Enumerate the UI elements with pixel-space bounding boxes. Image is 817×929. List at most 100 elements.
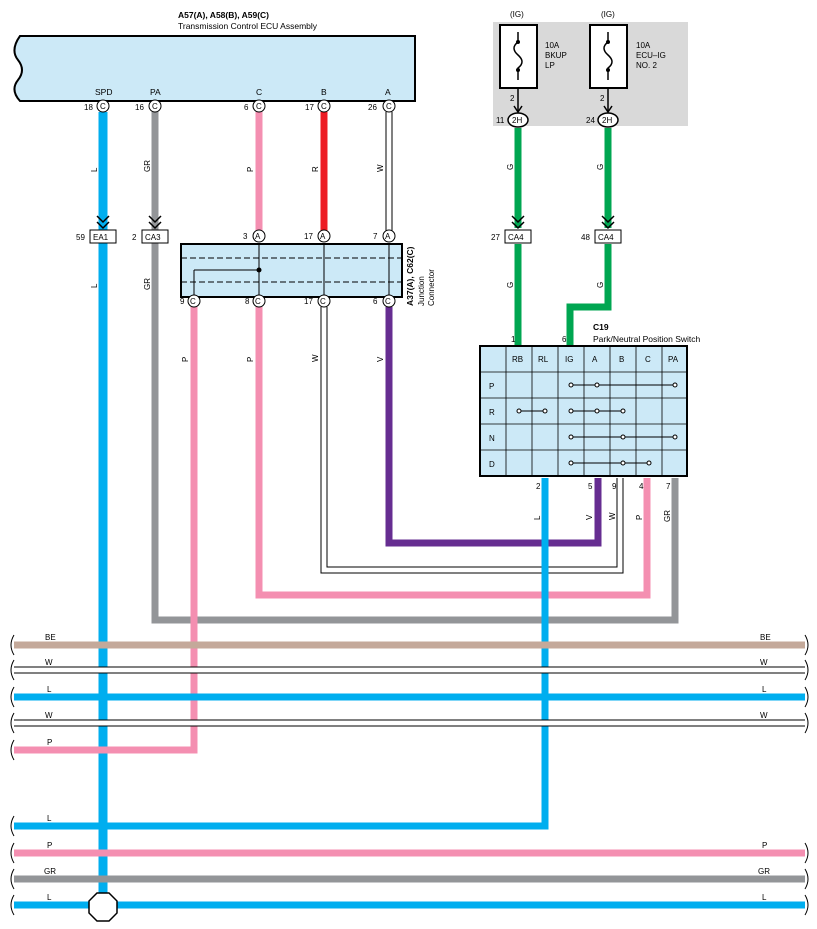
- wire-jc-8: [255, 307, 651, 599]
- ecu-pin-markers: C C C C C: [96, 99, 396, 113]
- svg-text:CA4: CA4: [508, 233, 524, 242]
- svg-text:R: R: [489, 408, 495, 417]
- connector-ea1: EA1 59: [76, 215, 117, 244]
- svg-text:P: P: [181, 357, 190, 362]
- svg-text:C: C: [152, 102, 158, 111]
- ecu-subtitle: Transmission Control ECU Assembly: [178, 21, 318, 31]
- svg-text:9: 9: [180, 297, 185, 306]
- wire-jc-6: [385, 307, 602, 547]
- connector-ca4-b: CA4 48: [581, 215, 622, 244]
- ecu-box: [13, 35, 416, 102]
- svg-text:24: 24: [586, 116, 595, 125]
- bus-label: L: [762, 893, 767, 902]
- svg-text:C: C: [385, 297, 391, 306]
- svg-text:LP: LP: [545, 61, 555, 70]
- fuse-ecu-ig: (IG) 10A ECU–IG NO. 2 2 2H 24: [586, 10, 666, 128]
- bus-label: P: [762, 841, 767, 850]
- svg-text:G: G: [506, 282, 515, 288]
- svg-text:C: C: [190, 297, 196, 306]
- svg-text:N: N: [489, 434, 495, 443]
- svg-text:B: B: [619, 355, 624, 364]
- svg-text:RL: RL: [538, 355, 549, 364]
- svg-text:IG: IG: [565, 355, 573, 364]
- svg-text:W: W: [311, 354, 320, 362]
- svg-text:P: P: [246, 167, 255, 172]
- svg-text:Junction: Junction: [417, 276, 426, 306]
- ecu-pin-num: 17: [305, 103, 314, 112]
- bus-label: BE: [760, 633, 771, 642]
- svg-text:A: A: [320, 232, 326, 241]
- svg-text:V: V: [585, 514, 594, 520]
- svg-text:6: 6: [373, 297, 378, 306]
- svg-text:G: G: [596, 164, 605, 170]
- svg-text:10A: 10A: [636, 41, 651, 50]
- bus-label: GR: [758, 867, 770, 876]
- svg-text:59: 59: [76, 233, 85, 242]
- svg-text:L: L: [90, 167, 99, 172]
- svg-text:17: 17: [304, 297, 313, 306]
- svg-text:CA4: CA4: [598, 233, 614, 242]
- wire-g2-lower: [566, 244, 612, 346]
- svg-text:NO. 2: NO. 2: [636, 61, 657, 70]
- svg-text:C: C: [256, 102, 262, 111]
- svg-text:10A: 10A: [545, 41, 560, 50]
- svg-text:5: 5: [588, 482, 593, 491]
- bus-label: L: [47, 685, 52, 694]
- connector-ca4-a: CA4 27: [491, 215, 532, 244]
- svg-text:7: 7: [666, 482, 671, 491]
- svg-text:R: R: [311, 166, 320, 172]
- bus-label: GR: [44, 867, 56, 876]
- svg-text:2: 2: [510, 94, 515, 103]
- svg-text:G: G: [596, 282, 605, 288]
- ecu-pin-name: SPD: [95, 87, 112, 97]
- bus-label: W: [760, 658, 768, 667]
- bus-label: L: [47, 893, 52, 902]
- svg-text:ECU–IG: ECU–IG: [636, 51, 666, 60]
- svg-text:L: L: [533, 515, 542, 520]
- ecu-pin-name: C: [256, 87, 262, 97]
- junction-connector: A37(A), C62(C) Junction Connector A 3 A …: [180, 229, 436, 308]
- svg-text:W: W: [376, 164, 385, 172]
- svg-text:W: W: [608, 512, 617, 520]
- svg-text:3: 3: [243, 232, 248, 241]
- svg-text:Connector: Connector: [427, 269, 436, 306]
- svg-text:A: A: [385, 232, 391, 241]
- svg-text:P: P: [246, 357, 255, 362]
- svg-text:RB: RB: [512, 355, 523, 364]
- lower-bus: L P P GR GR L L: [10, 814, 809, 922]
- svg-text:4: 4: [639, 482, 644, 491]
- svg-text:1: 1: [511, 335, 516, 344]
- svg-text:A: A: [592, 355, 598, 364]
- svg-text:A37(A), C62(C): A37(A), C62(C): [405, 246, 415, 306]
- ecu-title: A57(A), A58(B), A59(C): [178, 10, 269, 20]
- svg-text:48: 48: [581, 233, 590, 242]
- svg-text:6: 6: [562, 335, 567, 344]
- ecu-pin-num: 26: [368, 103, 377, 112]
- bus-label: P: [47, 738, 52, 747]
- svg-text:9: 9: [612, 482, 617, 491]
- svg-text:P: P: [489, 382, 494, 391]
- ecu-pins: SPD PA C B A 18 16 6 17 26: [84, 87, 391, 112]
- svg-text:2: 2: [132, 233, 137, 242]
- svg-text:(IG): (IG): [601, 10, 615, 19]
- svg-text:GR: GR: [143, 160, 152, 172]
- ecu-pin-num: 18: [84, 103, 93, 112]
- fuse-bkup: (IG) 10A BKUP LP 2 2H 11: [496, 10, 567, 128]
- svg-text:V: V: [376, 356, 385, 362]
- svg-text:A: A: [255, 232, 261, 241]
- ecu-pin-name: B: [321, 87, 327, 97]
- svg-text:G: G: [506, 164, 515, 170]
- splice-point: [88, 892, 118, 922]
- svg-text:2H: 2H: [512, 116, 522, 125]
- svg-text:2: 2: [600, 94, 605, 103]
- wire-sw-l: [14, 478, 549, 830]
- svg-text:C: C: [386, 102, 392, 111]
- svg-text:C: C: [100, 102, 106, 111]
- bus-label: P: [47, 841, 52, 850]
- upper-bus: BE BE W W L L W W P: [10, 633, 809, 761]
- svg-text:8: 8: [245, 297, 250, 306]
- svg-text:11: 11: [496, 116, 505, 125]
- svg-text:C: C: [321, 102, 327, 111]
- svg-text:CA3: CA3: [145, 233, 161, 242]
